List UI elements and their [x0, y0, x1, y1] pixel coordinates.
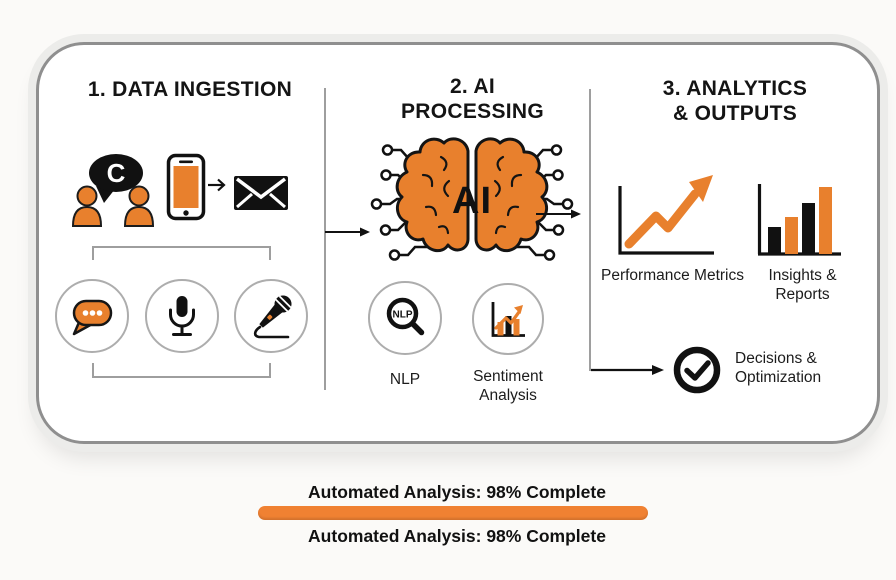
decisions-label: Decisions & Optimization	[735, 349, 865, 387]
sentiment-label: Sentiment Analysis	[448, 367, 568, 405]
stage3-title-line2: & OUTPUTS	[672, 102, 798, 125]
smartphone-icon	[166, 153, 206, 221]
performance-metrics-label: Performance Metrics	[601, 267, 744, 284]
arrow-to-decisions	[591, 365, 664, 375]
nlp-label: NLP	[389, 371, 421, 388]
speech-bubble-letter: C	[107, 158, 126, 188]
sentiment-label-line1: Sentiment	[473, 368, 543, 385]
stage3-title: 3. ANALYTICS & OUTPUTS	[615, 76, 855, 126]
channel-voice	[145, 279, 219, 353]
decisions-label-line2: Optimization	[735, 369, 822, 386]
envelope-icon	[234, 176, 288, 210]
sentiment-chart-icon	[491, 302, 525, 337]
stage2-title: 2. AI PROCESSING	[355, 74, 590, 124]
chat-bubble-icon	[72, 299, 113, 336]
nlp-magnifier-icon: NLP	[386, 297, 425, 336]
decisions-label-line1: Decisions &	[735, 350, 817, 367]
performance-metrics-icon	[618, 175, 714, 255]
arrow-stage1-to-stage2	[325, 227, 370, 237]
stage3-title-line1: 3. ANALYTICS	[662, 77, 808, 100]
divider-stage2-stage3	[589, 89, 591, 371]
insights-reports-icon	[757, 184, 841, 256]
channel-recording	[234, 279, 308, 353]
channel-chat	[55, 279, 129, 353]
stage2-title-line2: PROCESSING	[400, 100, 545, 123]
divider-stage1-stage2	[324, 88, 326, 390]
stage1-title: 1. DATA INGESTION	[87, 78, 293, 101]
brain-ai-label: AI	[452, 180, 492, 222]
sentiment-module	[472, 283, 544, 355]
channels-bracket-top	[92, 246, 271, 260]
studio-microphone-icon	[169, 296, 195, 336]
nlp-module: NLP	[368, 281, 442, 355]
status-text-bottom: Automated Analysis: 98% Complete	[308, 526, 606, 546]
progress-bar-fill	[258, 506, 649, 520]
handheld-microphone-icon	[253, 295, 292, 339]
nlp-glass-text: NLP	[393, 310, 413, 321]
stage2-title-line1: 2. AI	[449, 75, 496, 98]
conversation-people-icon: C	[71, 154, 155, 227]
ai-brain-icon: AI	[370, 137, 574, 261]
checkmark-circle-icon	[673, 346, 721, 394]
sentiment-label-line2: Analysis	[479, 387, 537, 404]
arrow-stage2-to-stage3	[536, 209, 581, 219]
insights-reports-label: Insights & Reports	[768, 267, 837, 303]
channels-bracket-bottom	[92, 363, 271, 378]
status-text-top: Automated Analysis: 98% Complete	[308, 482, 606, 502]
arrow-phone-to-envelope	[208, 178, 226, 192]
progress-bar	[258, 506, 656, 520]
